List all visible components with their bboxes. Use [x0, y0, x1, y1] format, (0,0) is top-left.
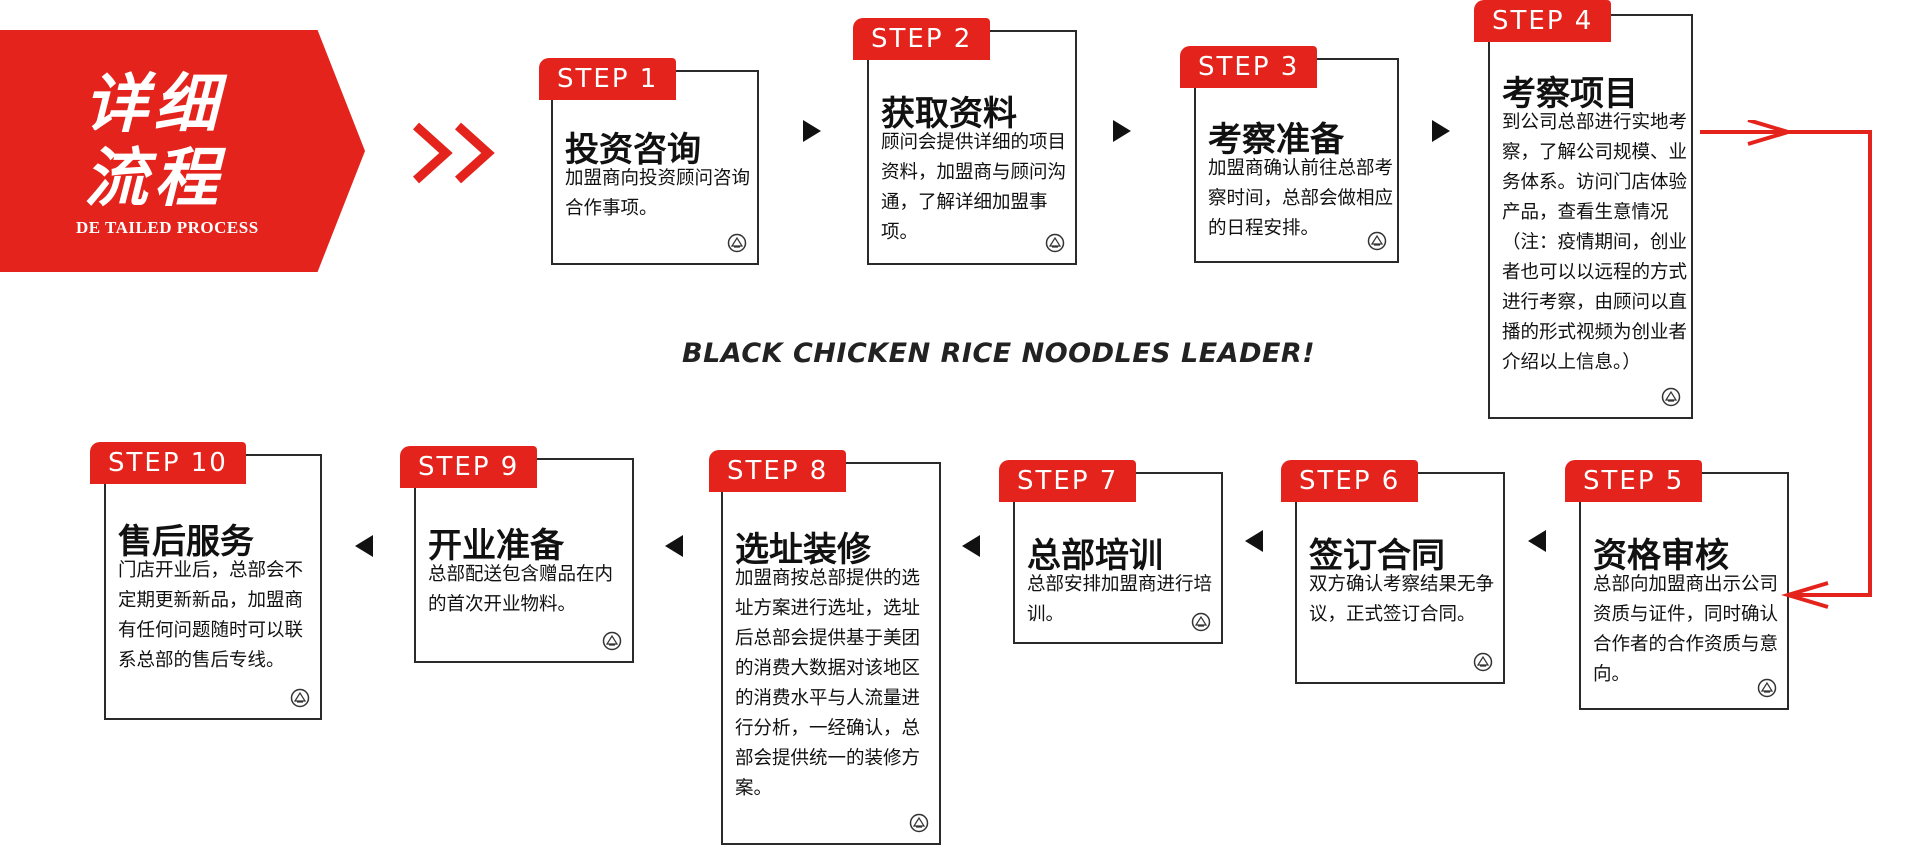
- step-card-4: STEP 4 考察项目 到公司总部进行实地考察，了解公司规模、业务体系。访问门店…: [1474, 0, 1693, 419]
- process-banner: 详细 流程 DE TAILED PROCESS: [0, 30, 365, 272]
- step-title: 签订合同: [1309, 536, 1445, 576]
- step-label: STEP 1: [539, 58, 677, 100]
- brand-seal-icon: [909, 813, 929, 833]
- triangle-left-icon: [355, 535, 373, 557]
- step-label: STEP 6: [1281, 460, 1419, 502]
- step-title: 资格审核: [1593, 536, 1729, 576]
- step-title: 考察准备: [1208, 120, 1344, 160]
- brand-seal-icon: [602, 631, 622, 651]
- step-title: 选址装修: [735, 530, 871, 570]
- brand-seal-icon: [1367, 231, 1387, 251]
- brand-seal-icon: [1757, 678, 1777, 698]
- triangle-right-icon: [1432, 120, 1450, 142]
- step-title: 总部培训: [1027, 536, 1163, 576]
- step-card-7: STEP 7 总部培训 总部安排加盟商进行培训。: [999, 460, 1223, 644]
- brand-seal-icon: [1473, 652, 1493, 672]
- triangle-left-icon: [1528, 530, 1546, 552]
- step-description: 顾问会提供详细的项目资料，加盟商与顾问沟通，了解详细加盟事项。: [881, 132, 1067, 243]
- triangle-right-icon: [803, 120, 821, 142]
- step-card-10: STEP 10 售后服务 门店开业后，总部会不定期更新新品，加盟商有任何问题随时…: [90, 442, 322, 720]
- step-description: 总部配送包含赠品在内的首次开业物料。: [428, 564, 614, 615]
- step-description: 加盟商向投资顾问咨询合作事项。: [565, 168, 751, 219]
- triangle-left-icon: [962, 535, 980, 557]
- step-card-9: STEP 9 开业准备 总部配送包含赠品在内的首次开业物料。: [400, 446, 634, 663]
- triangle-left-icon: [1245, 530, 1263, 552]
- step-label: STEP 9: [400, 446, 538, 488]
- step-label: STEP 2: [853, 18, 991, 60]
- step-label: STEP 8: [709, 450, 847, 492]
- step-label: STEP 5: [1565, 460, 1703, 502]
- step-description: 双方确认考察结果无争议，正式签订合同。: [1309, 574, 1495, 625]
- step4-to-step5-connector: [1700, 120, 1872, 609]
- step-card-5: STEP 5 资格审核 总部向加盟商出示公司资质与证件，同时确认合作者的合作资质…: [1565, 460, 1789, 710]
- step-card-6: STEP 6 签订合同 双方确认考察结果无争议，正式签订合同。: [1281, 460, 1505, 684]
- step-title: 考察项目: [1502, 74, 1638, 114]
- step-label: STEP 3: [1180, 46, 1318, 88]
- brand-seal-icon: [1661, 387, 1681, 407]
- banner-title-line2: 流程: [84, 142, 224, 216]
- brand-seal-icon: [727, 233, 747, 253]
- step-description: 到公司总部进行实地考察，了解公司规模、业务体系。访问门店体验产品，查看生意情况（…: [1502, 112, 1688, 373]
- step-description: 总部向加盟商出示公司资质与证件，同时确认合作者的合作资质与意向。: [1593, 574, 1779, 685]
- step-description: 总部安排加盟商进行培训。: [1027, 574, 1213, 625]
- step-card-8: STEP 8 选址装修 加盟商按总部提供的选址方案进行选址，选址后总部会提供基于…: [709, 450, 941, 845]
- brand-seal-icon: [290, 688, 310, 708]
- brand-seal-icon: [1191, 612, 1211, 632]
- brand-seal-icon: [1045, 233, 1065, 253]
- step-label: STEP 7: [999, 460, 1137, 502]
- step-card-3: STEP 3 考察准备 加盟商确认前往总部考察时间，总部会做相应的日程安排。: [1180, 46, 1399, 263]
- step-description: 门店开业后，总部会不定期更新新品，加盟商有任何问题随时可以联系总部的售后专线。: [118, 560, 304, 671]
- slogan: BLACK CHICKEN RICE NOODLES LEADER!: [682, 338, 1316, 369]
- step-title: 开业准备: [428, 526, 564, 566]
- triangle-right-icon: [1113, 120, 1131, 142]
- step-label: STEP 4: [1474, 0, 1612, 42]
- step-card-2: STEP 2 获取资料 顾问会提供详细的项目资料，加盟商与顾问沟通，了解详细加盟…: [853, 18, 1077, 265]
- step-card-1: STEP 1 投资咨询 加盟商向投资顾问咨询合作事项。: [539, 58, 759, 265]
- triangle-left-icon: [665, 535, 683, 557]
- double-chevron-icon: [412, 122, 495, 184]
- step-title: 售后服务: [118, 522, 254, 562]
- step-label: STEP 10: [90, 442, 246, 484]
- step-description: 加盟商确认前往总部考察时间，总部会做相应的日程安排。: [1208, 158, 1394, 239]
- step-title: 获取资料: [881, 94, 1017, 134]
- banner-title-line1: 详细: [84, 68, 224, 142]
- banner-subtitle: DE TAILED PROCESS: [76, 218, 259, 237]
- step-title: 投资咨询: [565, 130, 701, 170]
- step-description: 加盟商按总部提供的选址方案进行选址，选址后总部会提供基于美团的消费大数据对该地区…: [735, 568, 921, 799]
- banner-title: 详细 流程: [84, 68, 254, 216]
